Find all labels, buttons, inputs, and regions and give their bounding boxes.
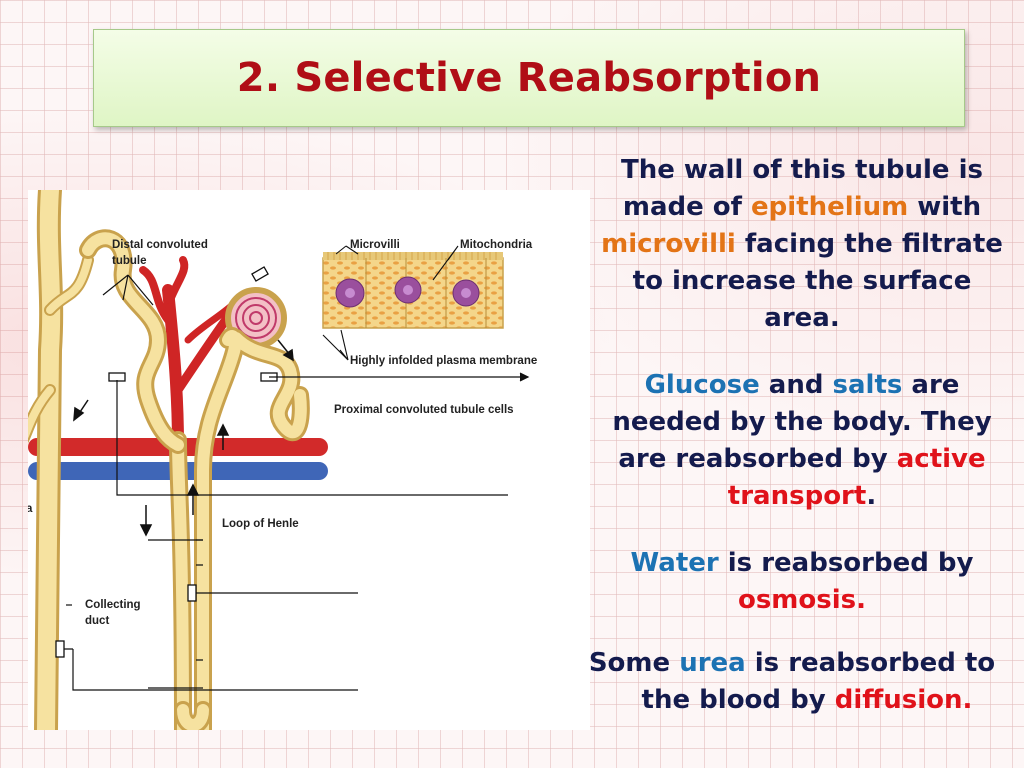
p1-line2: made of epithelium with [622,192,982,222]
label-mitochondria: Mitochondria [460,239,533,251]
p1-line3: microvilli facing the filtrate [601,229,1003,259]
label-distal-1: Distal convoluted [112,239,208,251]
p3-line1: Water is reabsorbed by [630,548,974,578]
tubules [79,229,310,739]
term-salts: salts [832,370,903,400]
term-active: active [896,444,986,474]
term-microvilli: microvilli [601,229,736,259]
diagram-labels: Distal convoluted tubule Microvilli Mito… [26,239,537,627]
paragraph-water: Water is reabsorbed by osmosis. [590,545,1014,619]
label-collecting-2: duct [85,615,109,627]
p2-line1: Glucose and salts are [644,370,960,400]
p4-line2: the blood by diffusion. [641,685,973,715]
label-loop-henle: Loop of Henle [222,518,299,530]
label-collecting-1: Collecting [85,599,141,611]
p2-line3: are reabsorbed by active [618,444,986,474]
term-glucose: Glucose [644,370,760,400]
p2-line2: needed by the body. They [612,407,992,437]
term-urea: urea [679,648,746,678]
paragraph-glucose: Glucose and salts are needed by the body… [590,367,1014,515]
nephron-illustration: Distal convoluted tubule Microvilli Mito… [17,178,537,742]
cell-inset [322,245,504,361]
p1-line5: area. [764,303,840,333]
label-microvilli: Microvilli [350,239,400,251]
p3-line2: osmosis. [590,582,1014,619]
flow-arrows [73,339,294,537]
label-proximal: Proximal convoluted tubule cells [334,404,514,416]
term-water: Water [630,548,719,578]
p2-line4: transport. [727,481,877,511]
slide-title: 2. Selective Reabsorption [236,55,822,101]
callout-lines [64,274,530,691]
paragraph-epithelium: The wall of this tubule is made of epith… [590,152,1014,337]
term-osmosis: osmosis. [737,585,867,615]
cell-nuclei [335,276,480,308]
p1-line4: to increase the surface [632,266,972,296]
p4-line1: Some urea is reabsorbed to [588,648,996,678]
paragraph-urea: Some urea is reabsorbed to the blood by … [540,645,1024,719]
term-epithelium: epithelium [751,192,909,222]
term-transport: transport [727,481,867,511]
nephron-diagram: Distal convoluted tubule Microvilli Mito… [17,178,590,742]
title-box: 2. Selective Reabsorption [93,29,965,127]
term-diffusion: diffusion. [834,685,973,715]
p1-line1: The wall of this tubule is [620,155,984,185]
label-distal-2: tubule [112,255,147,267]
label-plasma-membrane: Highly infolded plasma membrane [350,355,537,367]
label-edge-a: a [28,503,33,515]
